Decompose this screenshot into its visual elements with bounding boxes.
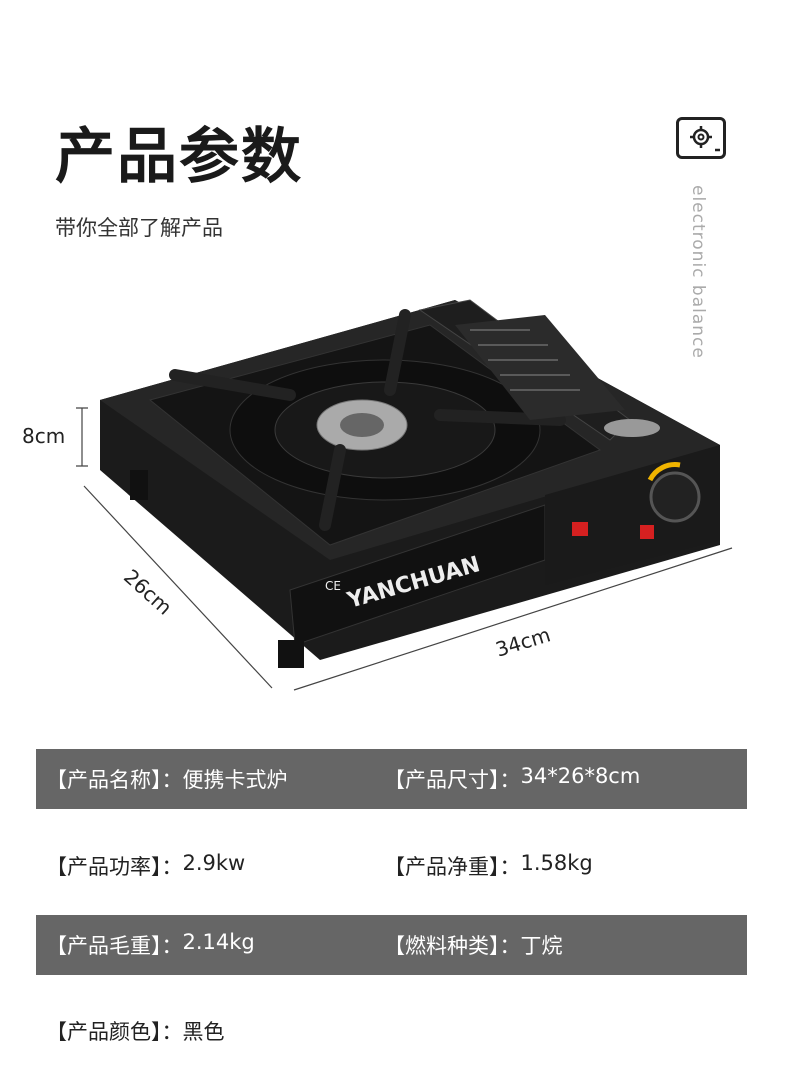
spec-value: 1.58kg xyxy=(520,851,593,875)
spec-label: 【产品颜色】： xyxy=(46,1020,183,1044)
spec-value: 丁烷 xyxy=(520,934,563,958)
ce-mark: CE xyxy=(325,579,341,593)
spec-label: 【燃料种类】： xyxy=(384,934,521,958)
target-scale-icon xyxy=(676,117,726,159)
control-knob xyxy=(649,471,701,523)
spec-label: 【产品名称】： xyxy=(46,768,183,792)
spec-label: 【产品尺寸】： xyxy=(384,768,521,792)
spec-label: 【产品毛重】： xyxy=(46,934,183,958)
dimension-lines xyxy=(76,407,733,691)
spec-value: 2.14kg xyxy=(182,930,255,954)
page-subtitle: 带你全部了解产品 xyxy=(55,216,223,240)
stove-illustration: YANCHUAN CE xyxy=(76,299,733,691)
spec-value: 便携卡式炉 xyxy=(182,768,288,792)
spec-row: 【产品功率】：2.9kw 【产品净重】：1.58kg xyxy=(36,836,747,896)
spec-row: 【产品毛重】：2.14kg 【燃料种类】：丁烷 xyxy=(36,915,747,975)
spec-value: 黑色 xyxy=(182,1020,225,1044)
spec-value: 34*26*8cm xyxy=(520,764,641,788)
page-title: 产品参数 xyxy=(55,122,303,192)
electronic-balance-label: electronic balance xyxy=(688,185,708,359)
spec-value: 2.9kw xyxy=(182,851,246,875)
spec-label: 【产品功率】： xyxy=(46,855,183,879)
height-dimension: 8cm xyxy=(22,424,66,448)
spec-row: 【产品名称】：便携卡式炉 【产品尺寸】：34*26*8cm xyxy=(36,749,747,809)
spec-row: 【产品颜色】：黑色 xyxy=(36,1001,747,1061)
spec-label: 【产品净重】： xyxy=(384,855,521,879)
